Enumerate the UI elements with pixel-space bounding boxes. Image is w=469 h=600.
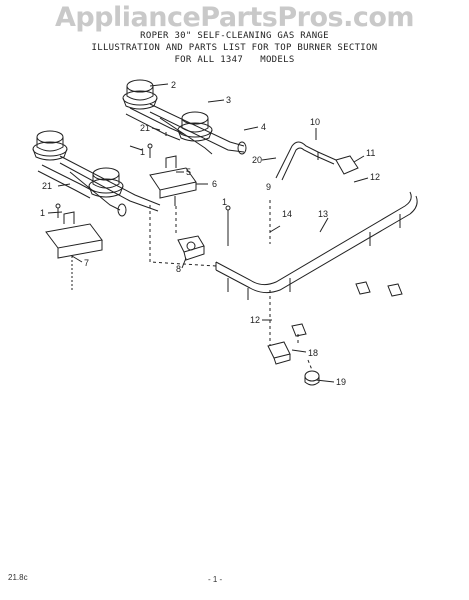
- callout-13: 13: [318, 209, 328, 219]
- callout-8: 8: [176, 264, 181, 274]
- header-title: ROPER 30" SELF-CLEANING GAS RANGE: [140, 31, 329, 41]
- callout-18: 18: [308, 348, 318, 358]
- callout-1-front: 1: [40, 208, 45, 218]
- valve-part: [177, 235, 205, 261]
- callout-10: 10: [310, 117, 320, 127]
- bracket-rear: [149, 155, 197, 206]
- callout-7: 7: [84, 258, 89, 268]
- header-models: FOR ALL 1347 MODELS: [174, 55, 295, 65]
- callout-2: 2: [171, 80, 176, 90]
- callout-11: 11: [366, 148, 375, 158]
- callout-1-rear: 1: [140, 147, 145, 157]
- bracket-front: [45, 211, 103, 290]
- assembly-leader-lines: [149, 200, 313, 371]
- callout-12-lower: 12: [250, 315, 260, 325]
- callout-9: 9: [266, 182, 271, 192]
- callout-20: 20: [252, 155, 262, 165]
- page-number: - 1 -: [208, 575, 223, 584]
- watermark: AppliancePartsPros.com: [54, 2, 415, 33]
- header-subtitle: ILLUSTRATION AND PARTS LIST FOR TOP BURN…: [91, 43, 378, 53]
- callout-labels: 2 3 4 21 21 1 5 6 1 7 1 8 9 10 11 12 20 …: [40, 80, 380, 387]
- callout-3: 3: [226, 95, 231, 105]
- front-burner-assembly: [32, 130, 161, 217]
- tube-and-clip: [275, 141, 359, 181]
- screw-parts: [55, 143, 231, 246]
- callout-19: 19: [336, 377, 346, 387]
- callout-5: 5: [186, 167, 191, 177]
- callout-12-upper: 12: [370, 172, 380, 182]
- lower-parts: [267, 341, 320, 386]
- callout-4: 4: [261, 122, 266, 132]
- manifold-tube: [215, 191, 418, 300]
- callout-1-valve: 1: [222, 197, 227, 207]
- callout-14: 14: [282, 209, 292, 219]
- orifice-spuds: [291, 281, 403, 337]
- callout-21-front: 21: [42, 181, 52, 191]
- callout-6: 6: [212, 179, 217, 189]
- callout-leaders: [47, 83, 369, 383]
- callout-21-rear: 21: [140, 123, 150, 133]
- diagram-code: 21.8c: [8, 573, 28, 582]
- diagram-header: ROPER 30" SELF-CLEANING GAS RANGE ILLUST…: [0, 30, 469, 66]
- rear-burner-assembly: [122, 79, 247, 155]
